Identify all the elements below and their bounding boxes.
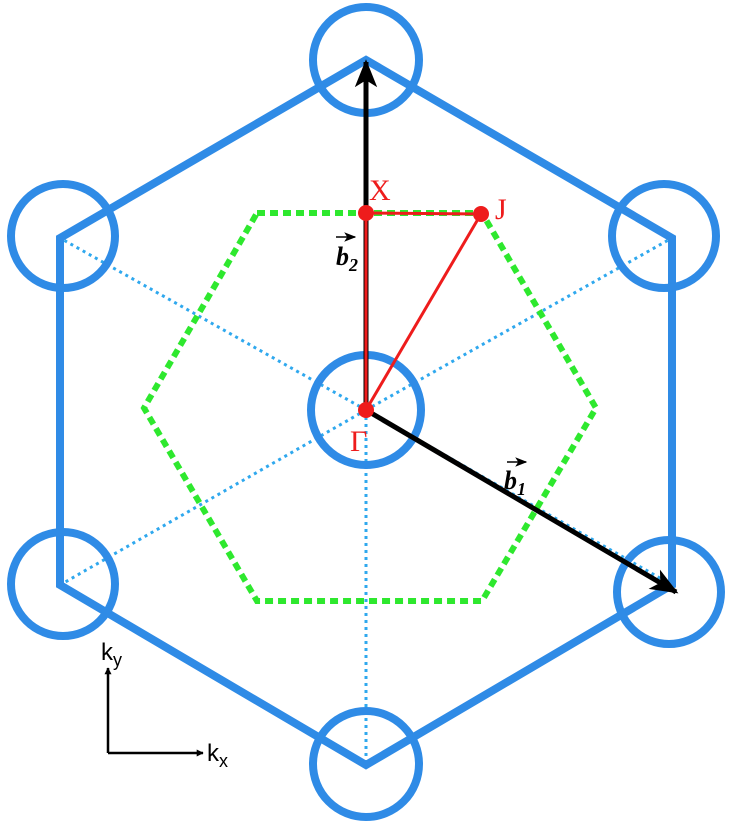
b1-vector-arrow: [364, 407, 679, 595]
j-point-label: J: [495, 193, 507, 226]
b1-label-text: b1: [504, 466, 526, 499]
circle-upper-right: [608, 180, 720, 292]
x-point-dot: [358, 205, 374, 221]
kx-label-base: k: [207, 740, 220, 767]
b1-label-base: b: [504, 466, 517, 495]
gamma-point-dot: [358, 402, 374, 418]
path-x-j: [365, 211, 482, 216]
k-axes: ky kx: [101, 639, 228, 771]
j-point-dot: [473, 206, 489, 222]
outer-hexagon: [56, 55, 676, 770]
b1-label-sub: 1: [517, 479, 526, 499]
circle-lower-right: [613, 536, 725, 648]
ky-label-base: k: [101, 639, 114, 666]
kx-label-sub: x: [219, 751, 228, 771]
b2-label-base: b: [336, 242, 349, 271]
circle-upper-left: [7, 180, 119, 292]
b2-label-sub: 2: [348, 255, 358, 275]
high-symmetry-path: [364, 211, 483, 411]
kx-axis-label: kx: [207, 740, 228, 771]
high-symmetry-points: [358, 205, 489, 418]
b2-label-text: b2: [336, 242, 358, 275]
ky-axis-label: ky: [101, 639, 122, 670]
x-point-label: X: [369, 174, 391, 207]
circle-lower-left: [7, 528, 119, 640]
path-j-gamma: [364, 213, 483, 411]
circle-bottom: [309, 707, 423, 821]
b2-label: b2: [336, 232, 358, 275]
b1-label: b1: [504, 457, 528, 499]
gamma-point-label: Γ: [350, 425, 367, 458]
ky-label-sub: y: [113, 650, 122, 670]
